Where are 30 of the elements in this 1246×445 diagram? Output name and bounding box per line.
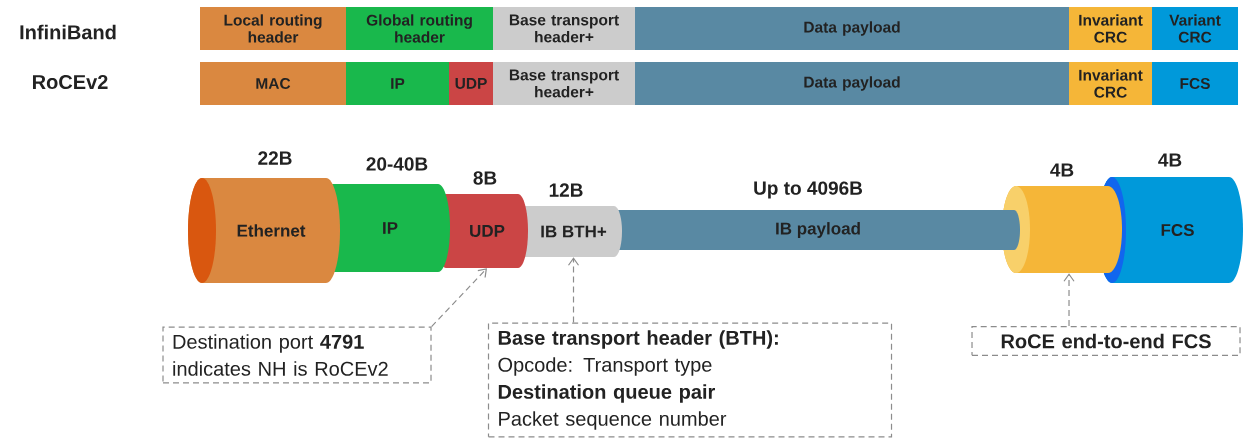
header-field: UDP [449,62,493,105]
size-label: 4B [1050,163,1074,177]
size-label: 20-40B [366,157,428,171]
size-label: Up to 4096B [754,181,863,199]
header-field: Base transport header+ [493,62,635,105]
leader-arrow [431,268,487,328]
header-field: Variant CRC [1152,7,1238,50]
callout-box: Base transport header (BTH): Opcode: Transport type Destination queue pair Packet sequence number [487,322,893,438]
leader-arrow [1063,273,1075,327]
header-field: Global routing header [346,7,493,50]
callout-box: Destination port 4791 indicates NH is RoCEv2 [162,326,432,384]
size-label: 4B [1158,153,1182,167]
row-label: InfiniBand [20,24,116,40]
header-field: Data payload [635,62,1069,105]
cylinder-segment: IB payload [610,210,1020,250]
size-label: 8B [473,171,497,185]
row-label: RoCEv2 [33,74,108,90]
header-field: Local routing header [200,7,346,50]
header-field: Invariant CRC [1069,7,1152,50]
header-field: Base transport header+ [493,7,635,50]
leader-arrow [567,257,580,324]
header-field: MAC [200,62,346,105]
header-field: IP [346,62,449,105]
size-label: 22B [258,151,292,165]
callout-box: RoCE end-to-end FCS [971,326,1241,356]
header-field: FCS [1152,62,1238,105]
cylinder-segment: Ethernet [188,178,340,283]
header-field: Data payload [635,7,1069,50]
size-label: 12B [549,183,583,197]
header-field: Invariant CRC [1069,62,1152,105]
